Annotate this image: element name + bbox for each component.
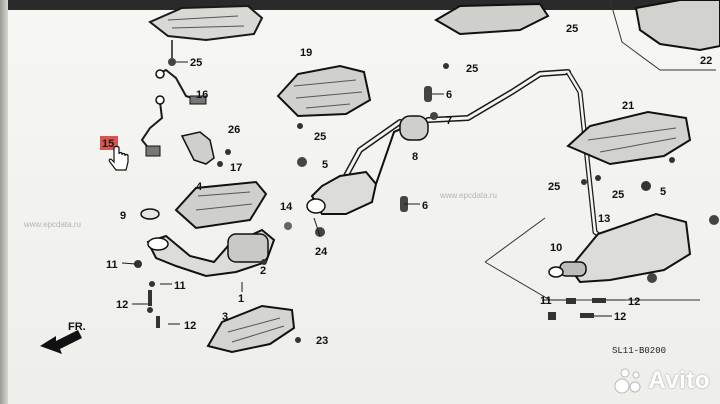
callout-number[interactable]: 25: [566, 23, 578, 35]
rubber-hangers: [284, 63, 449, 237]
highlight-box: [100, 136, 118, 150]
watermark: www.epcdata.ru: [439, 191, 497, 200]
avito-logo: Avito: [613, 366, 710, 396]
callout-number[interactable]: 5: [660, 186, 666, 198]
callout-number[interactable]: 4: [196, 181, 203, 193]
callout-number[interactable]: 9: [120, 210, 126, 222]
callout-number[interactable]: 7: [446, 115, 452, 127]
hand-cursor-icon: [108, 145, 129, 171]
callout-number[interactable]: 25: [612, 189, 624, 201]
callout-number[interactable]: 8: [412, 151, 418, 163]
callout-number[interactable]: 25: [314, 131, 326, 143]
callout-number[interactable]: 11: [106, 259, 118, 271]
callout-number[interactable]: 12: [184, 320, 196, 332]
callout-number[interactable]: 24: [315, 246, 328, 258]
callout-number[interactable]: 2: [260, 265, 266, 277]
rear-muffler: [548, 212, 719, 284]
watermark: www.epcdata.ru: [23, 220, 81, 229]
rear-bolts: [548, 181, 651, 320]
callout-number[interactable]: 21: [622, 100, 634, 112]
callout-number[interactable]: 17: [230, 162, 242, 174]
callout-number[interactable]: 26: [228, 124, 240, 136]
callout-number[interactable]: 6: [422, 200, 428, 212]
bracket-clip: [180, 131, 231, 167]
heat-shield-upper: [148, 4, 264, 42]
heat-shield-far-right: [634, 0, 720, 52]
catalytic-converter-front: [174, 180, 268, 230]
avito-dots-icon: [614, 368, 641, 394]
callout-number[interactable]: 5: [322, 159, 328, 171]
screen-bezel-top: [0, 0, 720, 10]
oxygen-sensor-lower: [140, 95, 165, 157]
page-code: SL11-B0200: [612, 346, 666, 356]
catalytic-converter-main: [146, 228, 276, 278]
callout-number[interactable]: 25: [548, 181, 560, 193]
screen-bezel-left: [0, 0, 8, 404]
heat-shield-rear: [566, 110, 692, 185]
callout-number[interactable]: 1: [238, 293, 244, 305]
callout-number[interactable]: 3: [222, 311, 228, 323]
callout-number[interactable]: 10: [550, 242, 562, 254]
direction-label: FR.: [68, 321, 86, 333]
leader-lines: [121, 93, 626, 325]
callout-number[interactable]: 11: [174, 280, 186, 292]
callout-number[interactable]: 11: [540, 295, 552, 307]
callout-number[interactable]: 23: [316, 335, 328, 347]
callout-number[interactable]: 6: [446, 89, 452, 101]
callout-number[interactable]: 25: [190, 57, 202, 69]
center-muffler: [306, 115, 429, 215]
callout-number-highlighted[interactable]: 15: [102, 138, 114, 150]
callout-number[interactable]: 13: [598, 213, 610, 225]
front-direction-arrow: [40, 330, 82, 354]
heat-shield-lower: [206, 304, 296, 354]
callout-number[interactable]: 12: [614, 311, 626, 323]
stud-bolts: [134, 259, 301, 343]
callout-number[interactable]: 25: [466, 63, 478, 75]
heat-shield-upper-right: [434, 2, 550, 36]
heat-shield-center: [276, 64, 372, 118]
callout-number[interactable]: 14: [280, 201, 293, 213]
callout-number[interactable]: 16: [196, 89, 208, 101]
avito-wordmark: Avito: [648, 367, 710, 394]
bolt-icon: [168, 58, 176, 66]
callout-number[interactable]: 22: [700, 55, 712, 67]
callout-number[interactable]: 19: [300, 47, 312, 59]
oxygen-sensor-upper: [155, 68, 207, 105]
callout-number[interactable]: 12: [628, 296, 640, 308]
gasket: [140, 208, 160, 220]
callout-number[interactable]: 12: [116, 299, 128, 311]
